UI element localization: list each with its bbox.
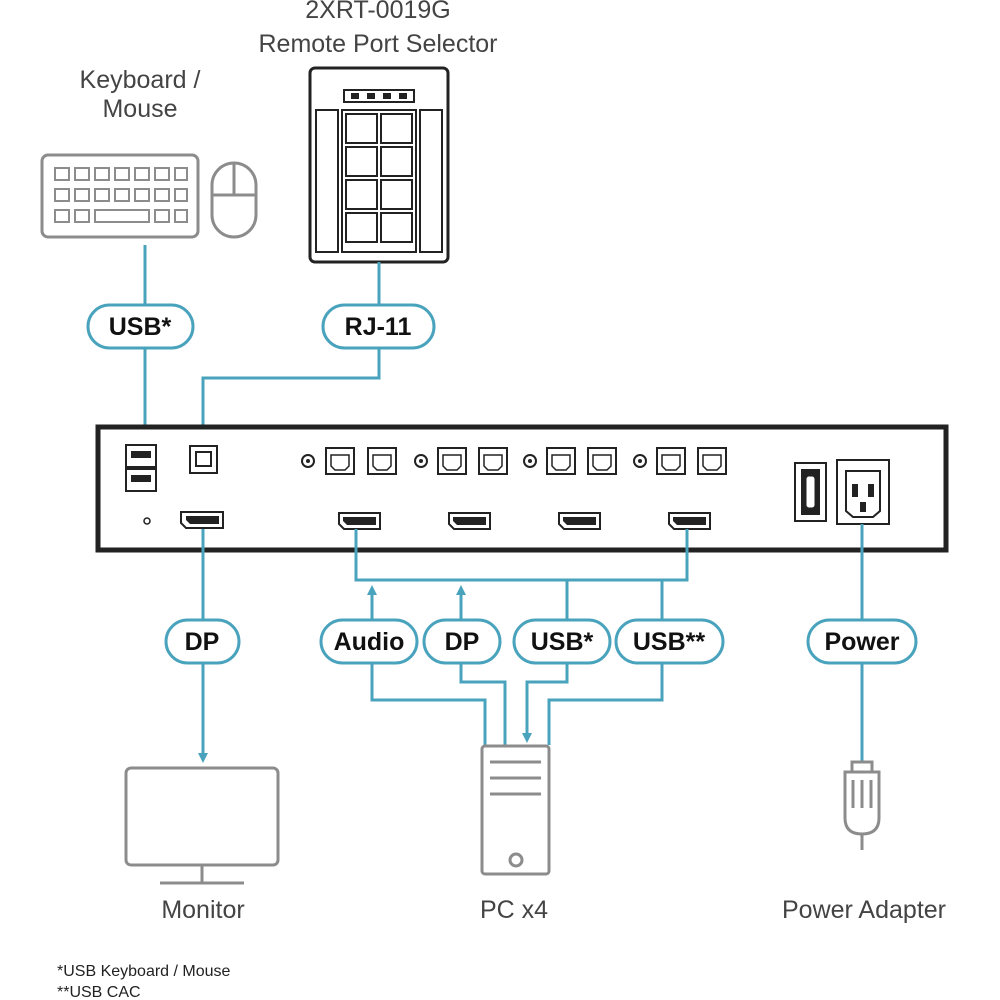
- cable-label-usb-km: USB*: [86, 303, 195, 350]
- rj11-port: [189, 445, 218, 474]
- pc-port-group-2: [414, 447, 508, 530]
- pc-port-group-3: [523, 447, 617, 530]
- monitor-icon: [124, 766, 280, 885]
- power-inlet-icon: [836, 459, 890, 525]
- pc-port-group-1: [301, 447, 397, 530]
- cable-label-dp-in-text: DP: [445, 628, 480, 656]
- usb-keyboard-mouse-ports: [125, 444, 157, 492]
- pc-label: PC x4: [480, 896, 548, 924]
- keyboard-mouse-label-line2: Mouse: [102, 95, 177, 123]
- cable-label-rj11: RJ-11: [321, 303, 436, 350]
- cable-label-power-text: Power: [824, 628, 899, 656]
- pc-tower-icon: [480, 744, 551, 876]
- cable-label-usb-cac-text: USB**: [633, 628, 706, 656]
- pc-port-group-4: [633, 447, 727, 530]
- keyboard-mouse-label-line1: Keyboard /: [80, 66, 201, 94]
- selector-name: Remote Port Selector: [259, 30, 498, 58]
- wire-usbcac-pc: [547, 662, 664, 745]
- keyboard-icon: [40, 153, 200, 239]
- kvm-switch-rear-panel: [95, 424, 949, 553]
- cable-label-audio: Audio: [319, 618, 419, 665]
- cable-label-dp-out-text: DP: [185, 628, 220, 656]
- mouse-icon: [210, 161, 258, 239]
- wire-usb-pc: [522, 662, 569, 743]
- reset-hole: [143, 517, 151, 525]
- power-switch-icon: [794, 462, 827, 522]
- cable-label-dp-out: DP: [164, 618, 241, 665]
- cable-label-usb-cac: USB**: [614, 618, 725, 665]
- cable-label-audio-text: Audio: [334, 628, 405, 656]
- cable-label-usb-in-text: USB*: [531, 628, 594, 656]
- selector-model: 2XRT-0019G: [305, 0, 450, 24]
- wire-rj11: [201, 262, 381, 446]
- footnote-usb-km: *USB Keyboard / Mouse: [57, 963, 231, 980]
- power-plug-icon: [843, 760, 881, 850]
- wire-audio-pc: [370, 662, 487, 745]
- cable-label-dp-in: DP: [422, 618, 502, 665]
- power-adapter-label: Power Adapter: [782, 896, 946, 924]
- remote-port-selector-icon: [308, 66, 450, 264]
- monitor-label: Monitor: [161, 896, 244, 924]
- cable-label-rj11-text: RJ-11: [345, 313, 412, 341]
- footnote-usb-cac: **USB CAC: [57, 984, 141, 1000]
- wire-dp-pc: [459, 662, 507, 745]
- cable-label-usb-km-text: USB*: [109, 313, 172, 341]
- cable-label-power: Power: [806, 618, 918, 665]
- pc-bus-wire: [354, 529, 689, 620]
- cable-label-usb-in: USB*: [512, 618, 612, 665]
